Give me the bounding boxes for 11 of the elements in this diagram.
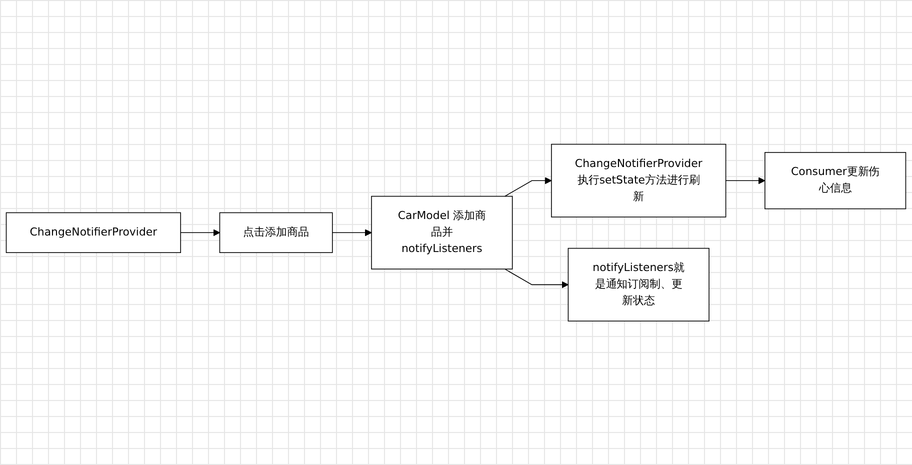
arrow <box>725 177 766 184</box>
arrow <box>504 177 552 196</box>
arrow <box>504 268 569 288</box>
node-box: CarModel 添加商品并notifyListeners <box>371 196 513 270</box>
node-box: ChangeNotifierProvider <box>6 212 181 253</box>
arrow <box>180 229 220 236</box>
node-box: 点击添加商品 <box>219 212 333 253</box>
node-box: notifyListeners就是通知订阅制、更新状态 <box>568 248 710 322</box>
node-box: ChangeNotifierProvider执行setState方法进行刷新 <box>551 144 726 218</box>
node-box: Consumer更新伤心信息 <box>764 152 906 210</box>
arrow <box>332 229 372 236</box>
